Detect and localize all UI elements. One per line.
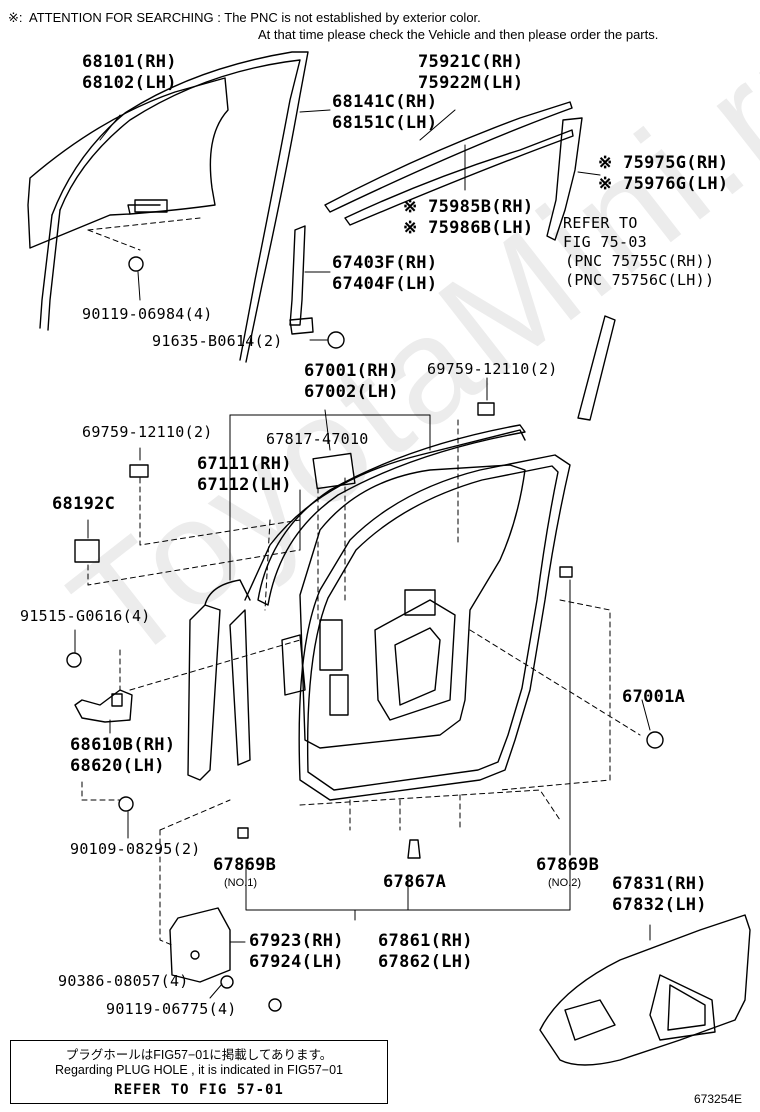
label-hinge-lh: 68620(LH) <box>70 756 165 776</box>
label-cushion-right: 69759-12110(2) <box>427 360 558 378</box>
bolt1-part <box>128 256 144 272</box>
bolt4-part <box>220 975 234 989</box>
label-ws2-rh: 67861(RH) <box>378 931 473 951</box>
bolt5-part <box>268 998 282 1012</box>
label-sash-lh: ※ 75976G(LH) <box>598 174 729 194</box>
label-glass-lh: 68102(LH) <box>82 73 177 93</box>
door-glass-drawing <box>27 77 229 249</box>
check-module-drawing <box>169 907 231 983</box>
small-parts-drawing <box>66 256 664 1012</box>
door-weatherstrip-drawing <box>298 454 571 801</box>
label-clip-b1: 67869B <box>213 855 277 875</box>
label-belt-rh: ※ 75985B(RH) <box>403 197 534 217</box>
trim-cover-drawing <box>539 914 751 1066</box>
clip-b1-part <box>237 827 249 839</box>
door-panel-drawing <box>187 429 526 781</box>
label-clip-b2: 67869B <box>536 855 600 875</box>
label-frame-rh: 67403F(RH) <box>332 253 438 273</box>
label-bolt5: 90119-06775(4) <box>106 1000 237 1018</box>
label-ws-lh: 67112(LH) <box>197 475 292 495</box>
label-door-lh: 67002(LH) <box>304 382 399 402</box>
label-seal-pad: 67817-47010 <box>266 430 369 448</box>
cushion-part <box>129 464 149 478</box>
label-bolt4: 90386-08057(4) <box>58 972 189 990</box>
label-run-rh: 68141C(RH) <box>332 92 438 112</box>
attention-line-1: ※: ATTENTION FOR SEARCHING : The PNC is … <box>8 10 481 25</box>
footnote-box: プラグホールはFIG57−01に掲載してあります。 Regarding PLUG… <box>10 1040 388 1104</box>
cushion-part-2 <box>477 402 495 416</box>
label-moul-lh: 75922M(LH) <box>418 73 524 93</box>
label-bolt1: 90119-06984(4) <box>82 305 213 323</box>
refer-line-3: (PNC 75755C(RH)) <box>565 252 715 270</box>
footnote-refer: REFER TO FIG 57-01 <box>114 1082 284 1098</box>
refer-line-2: FIG 75-03 <box>563 233 647 251</box>
label-bolt3: 90109-08295(2) <box>70 840 201 858</box>
refer-line-4: (PNC 75756C(LH)) <box>565 271 715 289</box>
label-cushion-left: 69759-12110(2) <box>82 423 213 441</box>
dashed-leaders <box>81 217 641 946</box>
label-plug: 68192C <box>52 494 116 514</box>
leader-lines <box>74 109 651 999</box>
plug-part <box>74 539 100 563</box>
glass-run-drawing <box>39 51 309 363</box>
label-frame-lh: 67404F(LH) <box>332 274 438 294</box>
bolt2-part <box>66 652 82 668</box>
attention-line-2: At that time please check the Vehicle an… <box>258 27 659 42</box>
label-ws-rh: 67111(RH) <box>197 454 292 474</box>
label-clip-b2-sub: (NO.2) <box>548 877 581 889</box>
label-bolt2: 91515-G0616(4) <box>20 607 151 625</box>
clip-a-part <box>407 839 421 859</box>
label-glass-rh: 68101(RH) <box>82 52 177 72</box>
label-run-lh: 68151C(LH) <box>332 113 438 133</box>
label-belt-lh: ※ 75986B(LH) <box>403 218 534 238</box>
glass-weatherstrip-drawing <box>257 424 526 606</box>
label-check-lh: 67924(LH) <box>249 952 344 972</box>
bolt3-part <box>118 796 134 812</box>
refer-line-1: REFER TO <box>563 214 638 232</box>
hole-cover-part <box>646 731 664 749</box>
footnote-english: Regarding PLUG HOLE , it is indicated in… <box>55 1063 343 1077</box>
seal-pad-part <box>312 452 356 490</box>
footnote-japanese: プラグホールはFIG57−01に掲載してあります。 <box>65 1048 333 1062</box>
label-hole-cover: 67001A <box>622 687 686 707</box>
label-moul-rh: 75921C(RH) <box>418 52 524 72</box>
label-hinge-rh: 68610B(RH) <box>70 735 176 755</box>
label-screw1: 91635-B0614(2) <box>152 332 283 350</box>
label-ws2-lh: 67862(LH) <box>378 952 473 972</box>
hinge-drawing <box>74 689 133 723</box>
label-door-rh: 67001(RH) <box>304 361 399 381</box>
pillar-garnish-drawing <box>577 315 616 421</box>
label-clip-a: 67867A <box>383 872 447 892</box>
figure-code: 673254E <box>694 1092 743 1106</box>
label-clip-b1-sub: (NO.1) <box>224 877 257 889</box>
label-trim-lh: 67832(LH) <box>612 895 707 915</box>
label-trim-rh: 67831(RH) <box>612 874 707 894</box>
window-moulding-drawing <box>324 101 574 226</box>
clip-b2-part <box>559 566 573 578</box>
label-sash-rh: ※ 75975G(RH) <box>598 153 729 173</box>
sash-moulding-drawing <box>546 117 583 241</box>
label-check-rh: 67923(RH) <box>249 931 344 951</box>
